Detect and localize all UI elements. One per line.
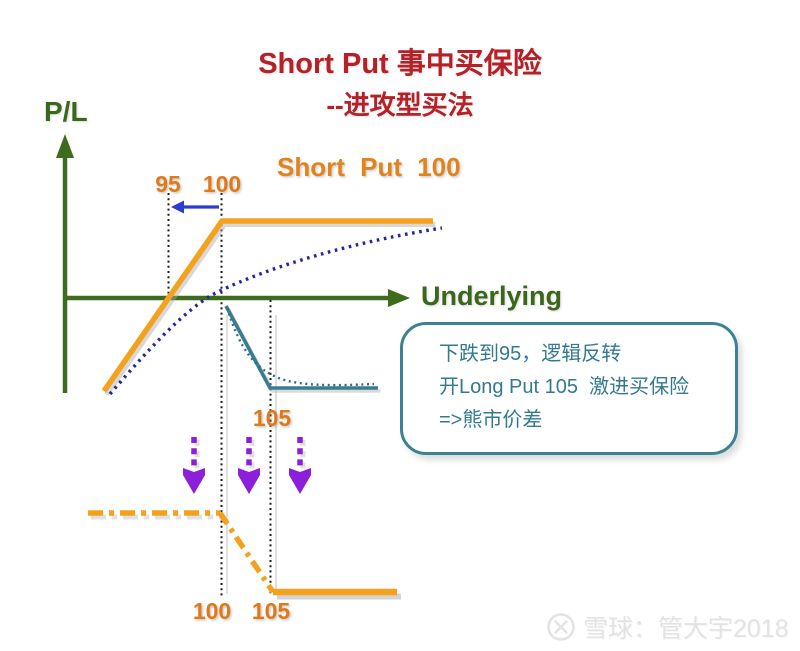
page-subtitle: --进攻型买法: [326, 90, 474, 120]
xueqiu-logo-icon: [546, 612, 576, 642]
watermark: 雪球：管大宇2018: [546, 609, 789, 645]
long-put-payoff-line: [224, 305, 378, 390]
transition-arrow-right: [289, 437, 311, 494]
transition-arrow-left: [183, 437, 205, 494]
x-axis-label: Underlying: [421, 281, 563, 311]
x-axis-arrowhead: [388, 289, 410, 307]
y-axis-arrowhead: [56, 134, 74, 158]
page-title: Short Put 事中买保险: [258, 48, 542, 80]
watermark-text: 雪球：管大宇2018: [583, 615, 789, 643]
short-put-payoff-line: [101, 218, 433, 393]
strike-label-105-mid: 105: [252, 405, 292, 431]
short-put-payoff-shadow: [104, 222, 436, 396]
note-box: 下跌到95，逻辑反转 开Long Put 105 激进买保险 =>熊市价差: [400, 322, 738, 455]
note-line-1: 下跌到95，逻辑反转: [439, 343, 622, 365]
transition-arrow-middle: [238, 437, 260, 494]
short-put-t0-curve: [108, 226, 443, 396]
strike-label-100-top: 100: [202, 171, 242, 197]
y-axis-label: P/L: [44, 96, 88, 127]
strike-label-95: 95: [155, 171, 181, 197]
note-line-3: =>熊市价差: [439, 409, 543, 431]
bear-spread-slope: [217, 511, 276, 594]
strike-label-100-bottom: 100: [192, 598, 232, 624]
series-label-short-put-100: Short Put 100: [277, 152, 461, 182]
price-drop-arrowhead: [171, 200, 184, 214]
note-line-2: 开Long Put 105 激进买保险: [439, 376, 690, 398]
strike-label-105-bottom: 105: [251, 598, 291, 624]
